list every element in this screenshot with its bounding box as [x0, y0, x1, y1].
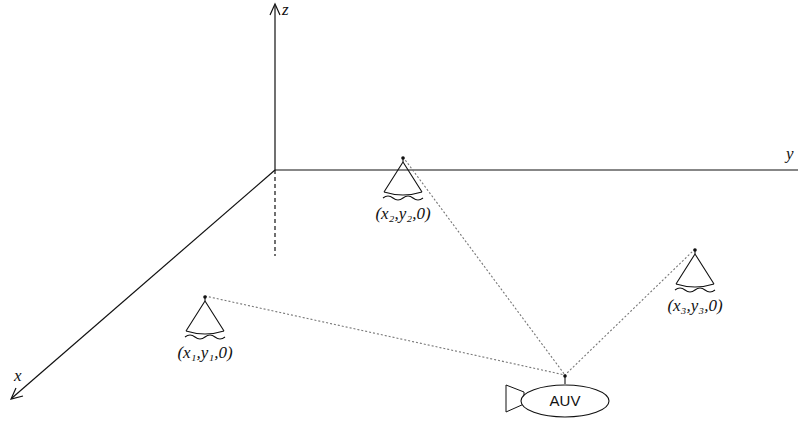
- buoy-node: (x₃,y₃,0): [635, 248, 755, 316]
- vehicle-label: AUV: [520, 374, 610, 417]
- buoy-node: (x₁,y₁,0): [145, 295, 265, 363]
- buoy-node: (x₂,y₂,0): [343, 156, 463, 224]
- position-label: (x₂,y₂,0): [343, 204, 463, 224]
- auv-node: AUV: [520, 374, 610, 418]
- acoustic-path: [205, 296, 565, 375]
- position-label: (x₁,y₁,0): [145, 343, 265, 363]
- z-axis: [274, 6, 275, 170]
- axis-label: z: [282, 0, 289, 20]
- buoy-symbol: [635, 248, 755, 294]
- acoustic-path: [403, 157, 565, 375]
- buoy-symbol: [343, 156, 463, 202]
- x-arrowhead: [11, 388, 23, 399]
- position-label: (x₃,y₃,0): [635, 296, 755, 316]
- axis-label: x: [14, 366, 22, 386]
- y-axis: [275, 169, 798, 170]
- buoy-symbol: [145, 295, 265, 341]
- z-arrowhead: [270, 4, 280, 15]
- axis-label: y: [786, 144, 794, 164]
- depth-guide: [274, 170, 275, 256]
- x-axis: [12, 170, 275, 398]
